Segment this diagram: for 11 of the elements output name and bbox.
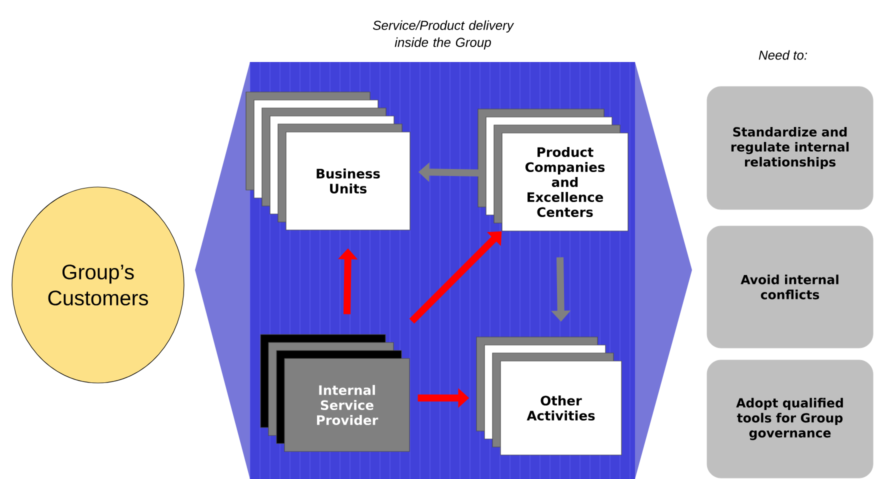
rounded-box: Avoid internal conflicts xyxy=(706,226,874,348)
node-label: Centers xyxy=(537,207,593,218)
rounded-box: Adopt qualified tools for Group governance xyxy=(706,360,874,478)
heading-text: Need to: xyxy=(758,50,808,60)
block-arrow xyxy=(409,231,502,324)
node-label: Service/Product delivery inside the Group xyxy=(372,20,514,50)
stacked-box: Other Activities xyxy=(476,336,622,456)
stacked-box: Internal Service Provider xyxy=(260,334,410,452)
stacked-box: Business Units xyxy=(246,92,410,230)
rounded-box: Standardize and regulate internal relationships xyxy=(706,86,874,210)
stacked-box: Product Companies and Excellence Centers xyxy=(478,108,628,232)
